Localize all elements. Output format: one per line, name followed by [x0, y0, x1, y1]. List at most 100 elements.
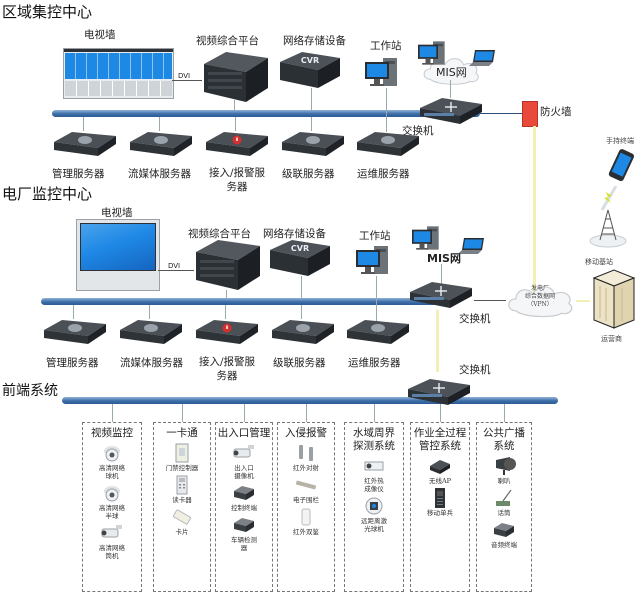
connector	[159, 117, 160, 131]
device-item: 读卡器	[154, 475, 210, 504]
plant-workstation-label: 工作站	[359, 230, 391, 242]
device-label: 高清网络 球机	[99, 464, 125, 480]
device-item: 车辆检测 器	[216, 515, 272, 552]
plant-alarm-server-icon	[192, 318, 260, 348]
bullet-device-icon	[101, 525, 122, 538]
radio-device-icon	[435, 488, 445, 508]
device-item: 话筒	[477, 488, 531, 517]
operator-label: 运营商	[601, 335, 622, 343]
plant-frontend-link	[436, 310, 439, 372]
plant-server-label: 级联服务器	[273, 357, 326, 369]
connector	[235, 117, 236, 131]
device-item: 卡片	[154, 507, 210, 536]
sensor-device-icon	[301, 508, 311, 526]
regional-video-platform-icon	[200, 50, 270, 104]
plant-cascade-server-icon	[268, 318, 336, 348]
box-device-icon	[494, 523, 514, 537]
regional-alarm-server-icon	[202, 130, 270, 160]
subsystem-title: 视频监控	[91, 427, 133, 439]
regional-mis-link	[450, 80, 451, 98]
regional-server-label: 接入/报警服 务器	[208, 167, 266, 193]
connector	[234, 100, 235, 110]
subsystem-box: 水域周界 探测系统红外热 成像仪远距离激 光球机	[344, 422, 404, 592]
frontend-connector	[306, 404, 307, 422]
plant-ops-server-icon	[343, 318, 411, 348]
regional-server-label: 级联服务器	[282, 168, 335, 180]
subsystem-title: 水域周界 探测系统	[353, 427, 395, 452]
subsystem-box: 公共广播 系统喇叭话筒音频终端	[476, 422, 532, 592]
device-item: 电子围栏	[278, 475, 334, 504]
device-label: 电子围栏	[293, 496, 319, 504]
regional-dvi-label: DVI	[178, 72, 191, 80]
plant-dvi-line	[158, 270, 194, 271]
regional-firewall-link	[480, 113, 522, 114]
plant-workstation-icon	[354, 242, 394, 278]
connector	[311, 117, 312, 131]
device-item: 高清网络 球机	[83, 443, 141, 480]
plant-section-title: 电厂监控中心	[2, 185, 93, 203]
device-item: 红外双鉴	[278, 507, 334, 536]
subsystem-box: 入侵报警红外对射电子围栏红外双鉴	[277, 422, 335, 592]
reader-device-icon	[176, 475, 188, 495]
box-device-icon	[234, 518, 254, 532]
plant-mis-pc-icon	[410, 223, 444, 253]
subsystem-title: 出入口管理	[217, 427, 271, 439]
device-label: 话筒	[497, 509, 511, 517]
vpn-operator-link	[576, 300, 590, 302]
bullet-device-icon	[233, 445, 254, 458]
ptz-device-icon	[365, 497, 383, 515]
device-label: 出入口 摄像机	[234, 464, 254, 480]
regional-mis-laptop-icon	[467, 48, 497, 70]
device-item: 音频终端	[477, 520, 531, 549]
plant-server-label: 运维服务器	[348, 357, 401, 369]
device-label: 无线AP	[428, 477, 452, 485]
device-label: 红外对射	[293, 464, 319, 472]
base-station-icon	[589, 209, 627, 248]
regional-switch-label: 交换机	[402, 125, 434, 137]
device-item: 红外热 成像仪	[345, 456, 403, 493]
regional-mgmt-server-icon	[50, 130, 118, 160]
frontend-connector	[440, 404, 441, 422]
subsystem-box: 出入口管理出入口 摄像机控制终端车辆检测 器	[215, 422, 273, 592]
connector	[149, 305, 150, 319]
plant-tv-wall-label: 电视墙	[101, 207, 133, 219]
frontend-connector	[112, 404, 113, 422]
frontend-connector	[244, 404, 245, 422]
connector	[73, 305, 74, 319]
device-label: 门禁控制器	[165, 464, 199, 472]
base-station-label: 移动基站	[585, 258, 613, 266]
frontend-connector	[374, 404, 375, 422]
device-label: 车辆检测 器	[231, 536, 257, 552]
horn-device-icon	[496, 457, 516, 475]
regional-server-label: 流媒体服务器	[128, 168, 191, 180]
regional-media-server-icon	[126, 130, 194, 160]
subsystem-box: 视频监控高清网络 球机高清网络 半球高清网络 筒机	[82, 422, 142, 592]
frontend-connector	[504, 404, 505, 422]
connector	[376, 276, 377, 322]
plant-server-label: 管理服务器	[46, 357, 99, 369]
device-item: 高清网络 筒机	[83, 523, 141, 560]
device-label: 红外双鉴	[293, 528, 319, 536]
frontend-switch-label: 交换机	[459, 364, 491, 376]
device-label: 读卡器	[172, 496, 192, 504]
plant-switch-icon	[408, 280, 474, 310]
device-label: 音频终端	[491, 541, 517, 549]
device-label: 喇叭	[497, 477, 511, 485]
device-label: 红外热 成像仪	[364, 477, 384, 493]
plant-video-platform-icon	[192, 238, 262, 292]
regional-ops-server-icon	[353, 130, 421, 160]
ap-device-icon	[430, 460, 450, 474]
box-device-icon	[234, 486, 254, 500]
pair-device-icon	[299, 445, 313, 461]
mic-device-icon	[496, 489, 512, 506]
device-label: 远距离激 光球机	[361, 517, 387, 533]
regional-switch-icon	[418, 96, 484, 126]
plant-server-label: 接入/报警服 务器	[198, 356, 256, 382]
regional-storage-label: 网络存储设备	[283, 35, 346, 47]
subsystem-title: 入侵报警	[285, 427, 327, 439]
connector	[386, 88, 387, 132]
plant-tv-wall	[76, 219, 160, 291]
connector	[83, 117, 84, 131]
connector	[226, 290, 227, 298]
